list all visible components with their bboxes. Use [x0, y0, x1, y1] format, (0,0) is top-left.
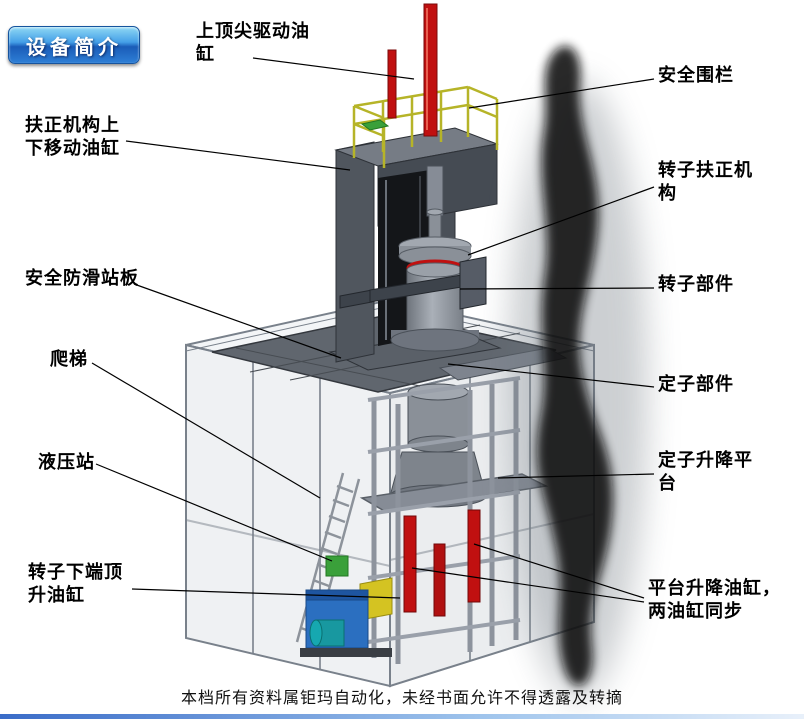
top-red-cylinders	[387, 3, 438, 137]
top-thin-rod	[387, 49, 397, 119]
label-hydraulic-station: 液压站	[38, 452, 95, 472]
leader-top-spindle-cylinder	[252, 57, 415, 80]
shadow-smear	[508, 45, 648, 700]
label-righting-move-cylinder: 扶正机构上 下移动油缸	[25, 115, 120, 159]
leader-righting-move-cylinder	[125, 140, 351, 171]
leader-anti-slip-platform	[133, 283, 342, 359]
platform-lift-red-cylinders	[403, 509, 481, 613]
leader-stator-lift-platform	[497, 473, 655, 479]
footer-confidentiality-note: 本档所有资料属钜玛自动化，未经书面允许不得透露及转摘	[180, 690, 623, 707]
rotor-assembly	[390, 208, 480, 352]
label-stator-lift-platform: 定子升降平 台	[658, 450, 753, 494]
railing-green-pad	[360, 119, 390, 131]
leader-stator-component	[447, 363, 655, 388]
title-badge: 设备简介	[8, 26, 140, 64]
label-anti-slip-platform: 安全防滑站板	[25, 268, 139, 288]
leader-hydraulic-station	[95, 463, 333, 562]
label-top-spindle-cylinder: 上顶尖驱动油 缸	[196, 21, 310, 65]
label-rotor-righting-mechanism: 转子扶正机 构	[658, 160, 753, 204]
label-safety-fence: 安全围栏	[658, 65, 734, 85]
press-left-column	[335, 141, 375, 363]
leader-safety-fence	[468, 78, 655, 109]
label-ladder: 爬梯	[50, 349, 88, 369]
rotor-flange	[390, 328, 480, 352]
title-badge-label: 设备简介	[26, 36, 122, 59]
leader-lines	[91, 57, 655, 603]
leader-rotor-component	[459, 287, 655, 290]
hydraulic-valve-green	[325, 555, 349, 577]
righting-clamp	[339, 256, 487, 310]
leader-platform-cylinder-b	[411, 567, 645, 603]
label-rotor-jack-cylinder: 转子下端顶 升油缸	[28, 562, 123, 606]
bottom-blue-strip	[0, 714, 804, 719]
label-rotor-component: 转子部件	[658, 274, 734, 294]
rotor-jack-cylinder	[433, 543, 446, 617]
safety-railing	[352, 85, 499, 168]
leader-rotor-righting-mechanism	[467, 186, 655, 256]
top-spindle-cylinder-rod	[423, 3, 438, 137]
leader-ladder	[91, 362, 321, 499]
hydraulic-unit	[300, 555, 393, 657]
label-stator-component: 定子部件	[658, 374, 734, 394]
hydraulic-base	[300, 648, 392, 657]
leader-rotor-jack-cylinder	[131, 588, 401, 599]
leader-platform-cylinder-a	[473, 543, 645, 599]
label-platform-lift-cylinders: 平台升降油缸， 两油缸同步	[648, 578, 781, 622]
